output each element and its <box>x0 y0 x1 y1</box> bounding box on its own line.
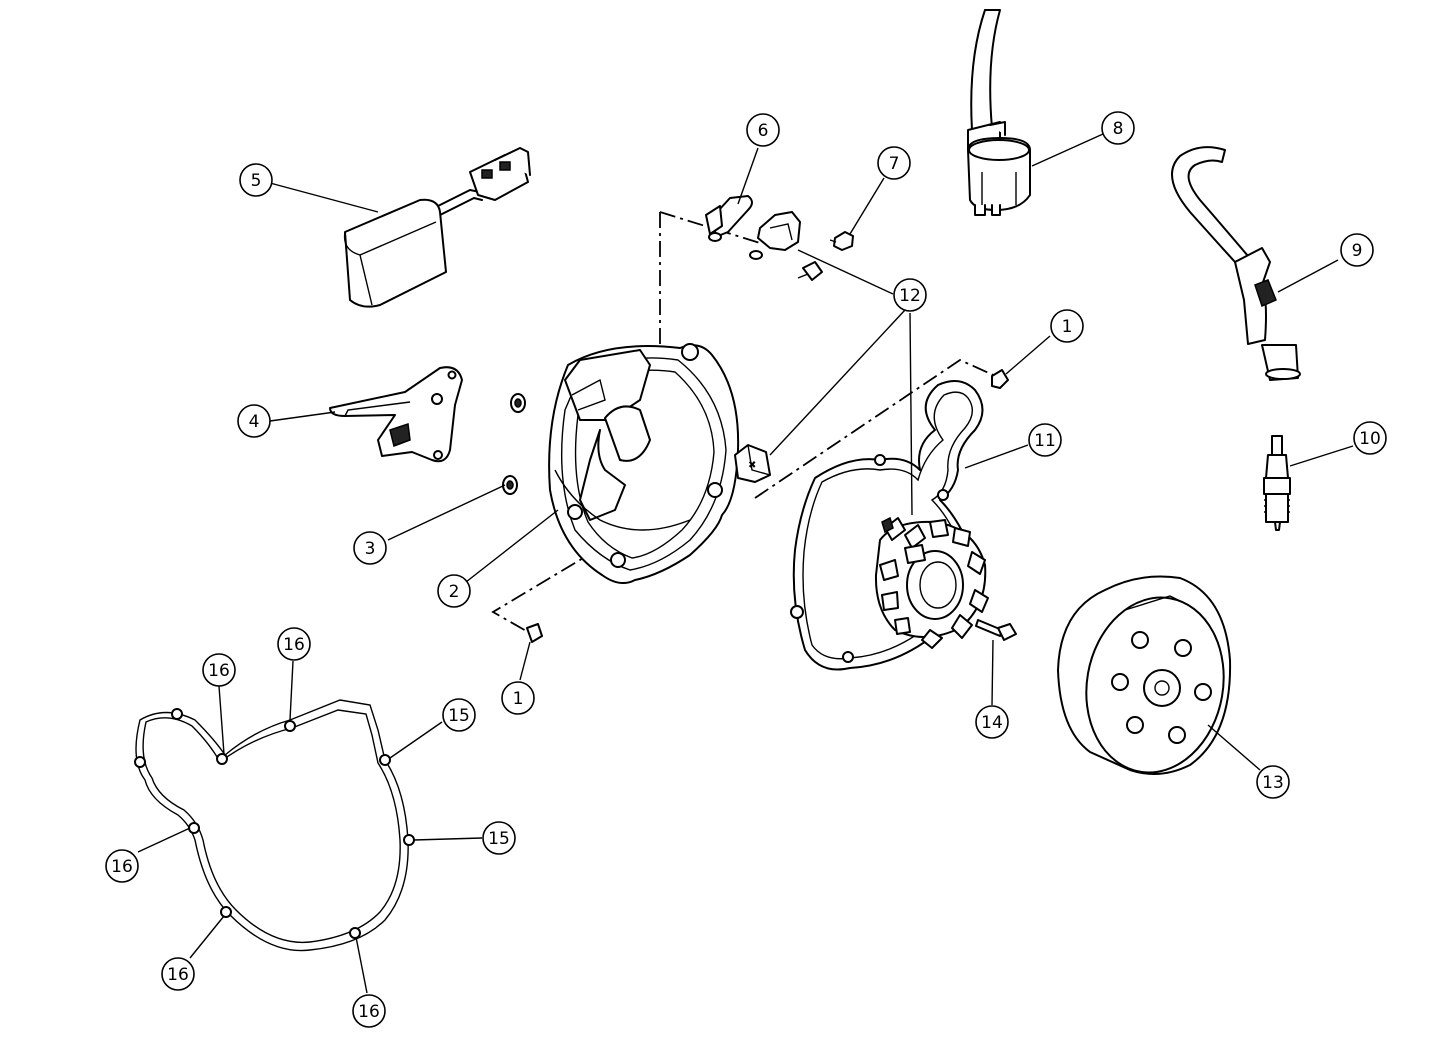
callout-circle <box>1050 309 1084 343</box>
callout-label: 6 <box>758 121 769 141</box>
callout-label: 8 <box>1113 119 1124 139</box>
callout-c16a: 16 <box>202 653 236 687</box>
callout-circle <box>202 653 236 687</box>
callout-circle <box>237 404 271 438</box>
cdi-unit <box>343 147 531 308</box>
callout-label: 15 <box>448 706 470 726</box>
callout-c1a: 1 <box>1050 309 1084 343</box>
callout-circle <box>877 146 911 180</box>
stator <box>874 516 989 649</box>
callout-circle <box>352 994 386 1028</box>
callout-circle <box>975 705 1009 739</box>
callout-c15b: 15 <box>482 821 516 855</box>
pulse-sensor: ✖ <box>734 211 823 483</box>
callout-circle <box>1340 233 1374 267</box>
bolt-14 <box>975 619 1017 641</box>
svg-text:✖: ✖ <box>748 460 756 471</box>
callout-label: 5 <box>251 171 262 191</box>
callout-c9: 9 <box>1340 233 1374 267</box>
assembly-line-dowel-top <box>754 358 1001 499</box>
callout-circle <box>482 821 516 855</box>
callout-circle <box>893 278 927 312</box>
callout-circle <box>1028 423 1062 457</box>
callout-c5: 5 <box>239 163 273 197</box>
callout-label: 2 <box>449 582 460 602</box>
callout-label: 11 <box>1034 431 1056 451</box>
callout-label: 12 <box>899 286 921 306</box>
callout-c16e: 16 <box>352 994 386 1028</box>
callout-c16c: 16 <box>105 849 139 883</box>
callout-label: 13 <box>1262 773 1284 793</box>
callout-c7: 7 <box>877 146 911 180</box>
callout-circle <box>1256 765 1290 799</box>
callout-c1b: 1 <box>501 681 535 715</box>
callout-circle <box>353 531 387 565</box>
callout-c10: 10 <box>1353 421 1387 455</box>
callout-label: 16 <box>167 965 189 985</box>
callout-label: 9 <box>1352 241 1363 261</box>
callout-label: 14 <box>981 713 1003 733</box>
dowel-pins <box>526 369 1009 643</box>
callout-label: 1 <box>1062 317 1073 337</box>
callout-c12: 12 <box>893 278 927 312</box>
ignition-cover <box>548 343 740 585</box>
outer-gasket <box>134 699 415 952</box>
screw-7 <box>829 231 854 251</box>
callout-label: 15 <box>488 829 510 849</box>
spark-plug-cap <box>1171 146 1301 381</box>
callout-circle <box>161 957 195 991</box>
callout-circle <box>501 681 535 715</box>
callout-c15a: 15 <box>442 698 476 732</box>
bracket <box>329 366 463 463</box>
cable-clip <box>705 195 753 242</box>
spark-plug <box>1263 435 1291 531</box>
ignition-coil <box>967 9 1031 216</box>
callout-circle <box>1101 111 1135 145</box>
callout-c6: 6 <box>746 113 780 147</box>
callout-label: 4 <box>249 412 260 432</box>
callout-c16b: 16 <box>277 627 311 661</box>
callout-circle <box>239 163 273 197</box>
callout-label: 1 <box>513 689 524 709</box>
washers <box>502 393 526 495</box>
callout-c16d: 16 <box>161 957 195 991</box>
callout-circle <box>437 574 471 608</box>
callout-c2: 2 <box>437 574 471 608</box>
callout-c3: 3 <box>353 531 387 565</box>
callout-circle <box>105 849 139 883</box>
flywheel <box>1057 575 1232 775</box>
leader-lines <box>137 133 1354 994</box>
callout-label: 16 <box>208 661 230 681</box>
callout-c13: 13 <box>1256 765 1290 799</box>
callout-label: 7 <box>889 154 900 174</box>
callout-label: 10 <box>1359 429 1381 449</box>
callout-circle <box>277 627 311 661</box>
callout-label: 16 <box>283 635 305 655</box>
callout-circle <box>746 113 780 147</box>
callout-circle <box>1353 421 1387 455</box>
callout-circle <box>442 698 476 732</box>
callout-label: 3 <box>365 539 376 559</box>
callout-c8: 8 <box>1101 111 1135 145</box>
callout-label: 16 <box>358 1002 380 1022</box>
callout-c4: 4 <box>237 404 271 438</box>
callout-label: 16 <box>111 857 133 877</box>
assembly-line-dowel-bottom <box>491 547 601 633</box>
callout-c11: 11 <box>1028 423 1062 457</box>
callout-c14: 14 <box>975 705 1009 739</box>
